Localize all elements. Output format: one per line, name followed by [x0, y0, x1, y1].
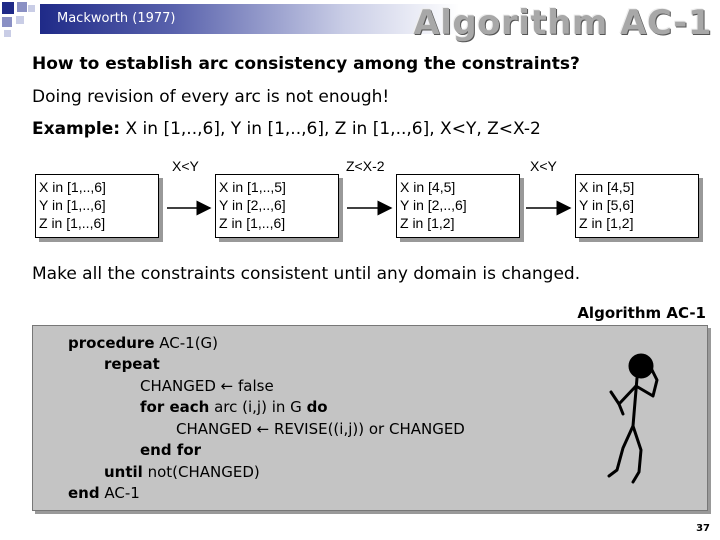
algorithm-label: Algorithm AC-1 [577, 304, 706, 322]
header-subtitle: Mackworth (1977) [57, 11, 176, 26]
page-number: 37 [696, 523, 710, 534]
example-text: X in [1,..,6], Y in [1,..,6], Z in [1,..… [120, 119, 541, 139]
code-line-8: end AC-1 [68, 483, 140, 505]
domain-z: Z in [1,2] [400, 215, 455, 231]
code-line-5: CHANGED ← REVISE((i,j)) or CHANGED [176, 420, 465, 438]
code-keyword: end [68, 484, 100, 502]
arrow-label-3: X<Y [530, 158, 557, 174]
domain-x: X in [1,..,5] [219, 179, 286, 195]
arrow-label-1: X<Y [172, 158, 199, 174]
domain-z: Z in [1,2] [579, 215, 634, 231]
code-keyword: procedure [68, 334, 155, 352]
domain-box-2: X in [1,..,5] Y in [2,..,6] Z in [1,..,6… [215, 174, 339, 238]
code-keyword: until [104, 463, 143, 481]
algorithm-code-box: procedure AC-1(G) repeat CHANGED ← false… [32, 325, 708, 511]
domain-x: X in [4,5] [400, 179, 456, 195]
question-heading: How to establish arc consistency among t… [32, 54, 580, 74]
domain-y: Y in [2,..,6] [219, 197, 286, 213]
code-text: arc (i,j) in G [209, 398, 307, 416]
code-text: not(CHANGED) [142, 463, 260, 481]
code-line-3: CHANGED ← false [140, 377, 274, 395]
code-line-6: end for [140, 440, 201, 462]
domain-box-1: X in [1,..,6] Y in [1,..,6] Z in [1,..,6… [35, 174, 159, 238]
domain-z: Z in [1,..,6] [219, 215, 286, 231]
domain-y: Y in [2,..,6] [400, 197, 467, 213]
code-keyword: do [306, 398, 328, 416]
code-line-2: repeat [104, 354, 160, 376]
corner-squares-decoration [0, 0, 40, 42]
slide-title: Algorithm AC-1 [413, 3, 712, 43]
statement-text: Doing revision of every arc is not enoug… [32, 87, 390, 107]
domain-z: Z in [1,..,6] [39, 215, 106, 231]
thinking-figure-illustration [607, 353, 659, 484]
example-label: Example: [32, 119, 121, 139]
domain-box-3: X in [4,5] Y in [2,..,6] Z in [1,2] [396, 174, 520, 238]
code-line-4: for each arc (i,j) in G do [140, 397, 328, 419]
conclusion-text: Make all the constraints consistent unti… [32, 264, 581, 284]
example-line: Example: X in [1,..,6], Y in [1,..,6], Z… [32, 119, 541, 139]
domain-y: Y in [5,6] [579, 197, 635, 213]
diagram-arrows [167, 200, 572, 216]
arrow-label-2: Z<X-2 [346, 158, 385, 174]
domain-x: X in [1,..,6] [39, 179, 106, 195]
code-text: AC-1(G) [154, 334, 219, 352]
code-keyword: repeat [104, 355, 160, 373]
domain-y: Y in [1,..,6] [39, 197, 106, 213]
domain-box-4: X in [4,5] Y in [5,6] Z in [1,2] [575, 174, 699, 238]
code-line-1: procedure AC-1(G) [68, 333, 218, 355]
code-keyword: end for [140, 441, 202, 459]
code-line-7: until not(CHANGED) [104, 462, 260, 484]
code-keyword: for each [140, 398, 210, 416]
header-bar [40, 4, 716, 34]
code-text: AC-1 [99, 484, 140, 502]
domain-x: X in [4,5] [579, 179, 635, 195]
